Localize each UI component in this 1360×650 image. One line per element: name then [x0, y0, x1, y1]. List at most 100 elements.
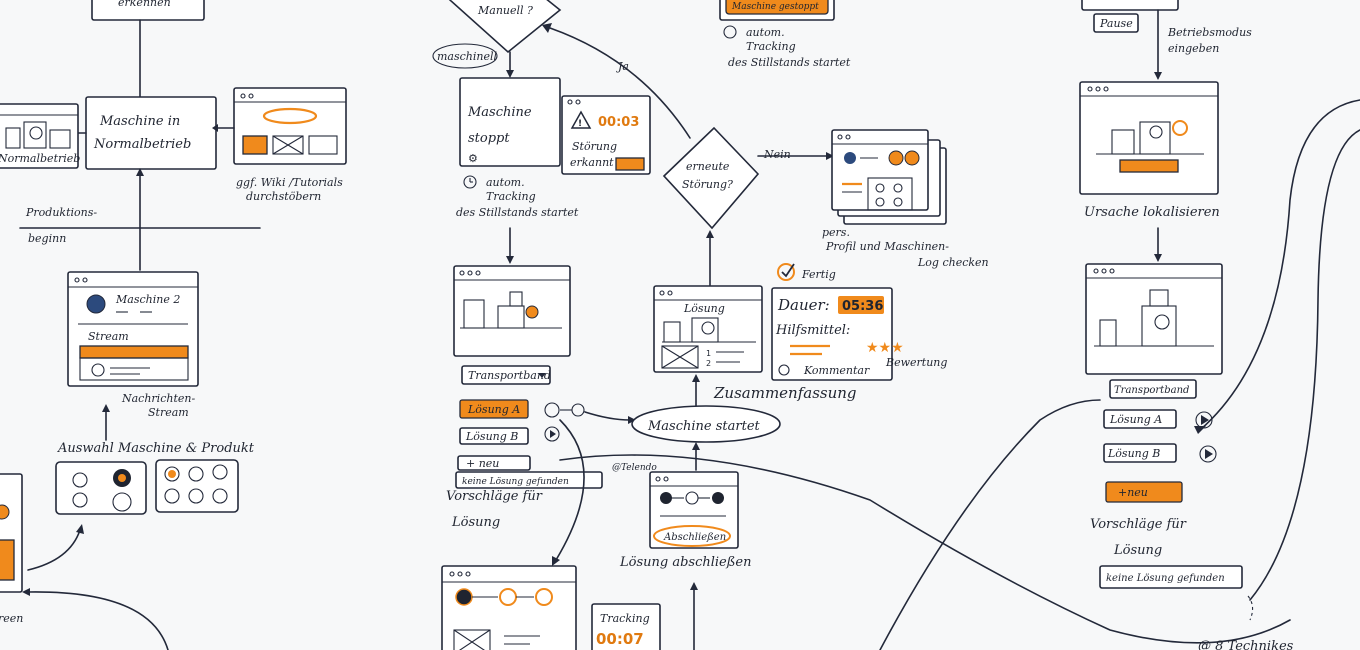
stoerung-line1: Störung — [572, 140, 617, 153]
bottom-left-screen — [0, 473, 23, 593]
top-tracking-line2: Tracking — [746, 40, 796, 53]
maschinell-badge: maschinell — [432, 43, 498, 69]
tracking-widget-label: Tracking — [600, 612, 650, 625]
erneute-stoerung-decision: erneute Störung? — [662, 126, 760, 230]
normalbetrieb-small-label: Normalbetrieb — [0, 152, 80, 165]
normalbetrieb-line1: Maschine in — [99, 114, 180, 129]
normalbetrieb-line2: Normalbetrieb — [93, 137, 191, 152]
stoerung-line2: erkannt — [570, 156, 614, 169]
zusammenfassung-label: Zusammenfassung — [713, 384, 857, 402]
loesung-b-label: Lösung B — [465, 430, 518, 443]
gestoppt-label: Maschine gestoppt — [731, 2, 819, 12]
produkt-selection-panel[interactable] — [155, 459, 239, 513]
profil-line1: pers. — [822, 226, 850, 239]
zusammenfassung-card: Dauer: 05:36 Hilfsmittel: ★★★ Kommentar — [771, 287, 904, 381]
neu-r-button[interactable]: +neu — [1105, 481, 1183, 503]
produktion-line2: beginn — [28, 232, 66, 245]
maschinell-label: maschinell — [437, 50, 498, 63]
top-tracking-line3: des Stillstands startet — [728, 56, 851, 69]
vorschlaege-line1: Vorschläge für — [446, 489, 543, 504]
tracking-line2: Tracking — [486, 190, 536, 203]
vorschlaege-line2: Lösung — [451, 515, 500, 530]
telendo-label: @Telendo — [612, 463, 657, 473]
svg-text:2: 2 — [706, 359, 711, 368]
keine-loesung-label: keine Lösung gefunden — [462, 477, 569, 487]
kommentar-label: Kommentar — [803, 364, 870, 377]
bottom-progress-screen — [441, 565, 577, 650]
manuell-decision: Manuell ? — [448, 0, 562, 54]
svg-text:⚙: ⚙ — [468, 152, 478, 165]
loesung-b-r-button[interactable]: Lösung B — [1103, 443, 1177, 463]
profil-screen — [831, 129, 947, 225]
fertig-check: Fertig — [777, 263, 836, 281]
abschliessen-button[interactable]: Abschließen — [653, 525, 731, 547]
ursache-screen — [1079, 81, 1219, 195]
right-machine-screen — [1085, 263, 1223, 375]
dauer-label: Dauer: — [777, 296, 830, 314]
maschine-startet-node: Maschine startet — [631, 405, 781, 443]
tracking-line1: autom. — [486, 176, 525, 189]
transportband-r-dropdown[interactable]: Transportband — [1109, 379, 1197, 399]
transportband-label: Transportband — [468, 369, 551, 382]
pause-screen: Pause — [1081, 0, 1179, 33]
wiki-line1: ggf. Wiki /Tutorials — [236, 176, 343, 189]
erkennen-node: erkennen — [91, 0, 205, 21]
manuell-label: Manuell ? — [477, 4, 533, 17]
svg-text:!: ! — [578, 119, 582, 129]
fertig-label: Fertig — [801, 268, 836, 281]
maschine2-label: Maschine 2 — [115, 293, 180, 306]
wiki-line2: durchstöbern — [246, 190, 321, 203]
stoppt-line2: stoppt — [468, 131, 510, 146]
stoppt-line1: Maschine — [467, 105, 532, 120]
maschine-gestoppt-banner: Maschine gestoppt — [719, 0, 835, 21]
neu-button[interactable]: + neu — [457, 455, 531, 471]
keine-loesung-r-button[interactable]: keine Lösung gefunden — [1099, 565, 1243, 589]
profil-line3: Log checken — [917, 256, 989, 269]
erneute-line1: erneute — [686, 160, 730, 173]
tracking-widget-time: 00:07 — [596, 630, 644, 648]
keine-loesung-button[interactable]: keine Lösung gefunden — [455, 471, 603, 489]
loesung-b-button[interactable]: Lösung B — [459, 427, 529, 445]
dauer-value: 05:36 — [842, 299, 883, 314]
tracking-line3: des Stillstands startet — [456, 206, 579, 219]
techniker-label: @ 8 Technikes — [1198, 639, 1294, 650]
pause-button[interactable]: Pause — [1093, 13, 1139, 33]
erkennen-label: erkennen — [118, 0, 171, 9]
loesung-screen-label: Lösung — [683, 302, 725, 315]
betriebsmodus-line2: eingeben — [1168, 42, 1219, 55]
play-b-r-icon[interactable] — [1199, 445, 1217, 463]
profil-line2: Profil und Maschinen- — [825, 240, 949, 253]
screen-label: reen — [0, 612, 23, 625]
loesung-a-r-button[interactable]: Lösung A — [1103, 409, 1177, 429]
transportband-dropdown[interactable]: Transportband — [461, 365, 551, 385]
warning-icon — [570, 110, 592, 129]
transportband-r-label: Transportband — [1114, 385, 1189, 396]
neu-label: + neu — [466, 457, 499, 470]
transportband-screen — [453, 265, 571, 357]
maschine-stoppt-node: Maschine stoppt ⚙ — [459, 77, 561, 167]
timer1: 00:03 — [598, 115, 639, 130]
vorschlaege-r-line1: Vorschläge für — [1090, 517, 1187, 532]
play-icon[interactable] — [544, 426, 560, 442]
loesung-screen: Lösung 1 2 — [653, 285, 763, 373]
stream-label: Stream — [88, 330, 129, 343]
neu-r-label: +neu — [1118, 486, 1148, 499]
ja-label: Ja — [616, 60, 629, 73]
loesung-a-button[interactable]: Lösung A — [459, 399, 529, 419]
loesung-a-label: Lösung A — [467, 403, 520, 416]
nachrichten-line2: Stream — [148, 406, 189, 419]
maschine2-screen: Maschine 2 Stream — [67, 271, 199, 387]
loesung-abschliessen-label: Lösung abschließen — [619, 555, 752, 570]
keine-loesung-r-label: keine Lösung gefunden — [1106, 573, 1225, 584]
ursache-label: Ursache lokalisieren — [1084, 205, 1220, 220]
maschine-startet-label: Maschine startet — [647, 419, 761, 434]
stoerung-screen: ! 00:03 Störung erkannt — [561, 95, 651, 175]
loesung-a-r-label: Lösung A — [1109, 413, 1162, 426]
loesung-b-r-label: Lösung B — [1107, 447, 1160, 460]
auto-tracking-note: autom. Tracking des Stillstands startet — [456, 175, 579, 219]
normalbetrieb-node: Maschine in Normalbetrieb — [85, 96, 217, 170]
wiki-screen: ggf. Wiki /Tutorials durchstöbern — [233, 87, 347, 203]
maschine-selection-panel[interactable] — [55, 461, 147, 515]
betriebsmodus-line1: Betriebsmodus — [1167, 26, 1252, 39]
